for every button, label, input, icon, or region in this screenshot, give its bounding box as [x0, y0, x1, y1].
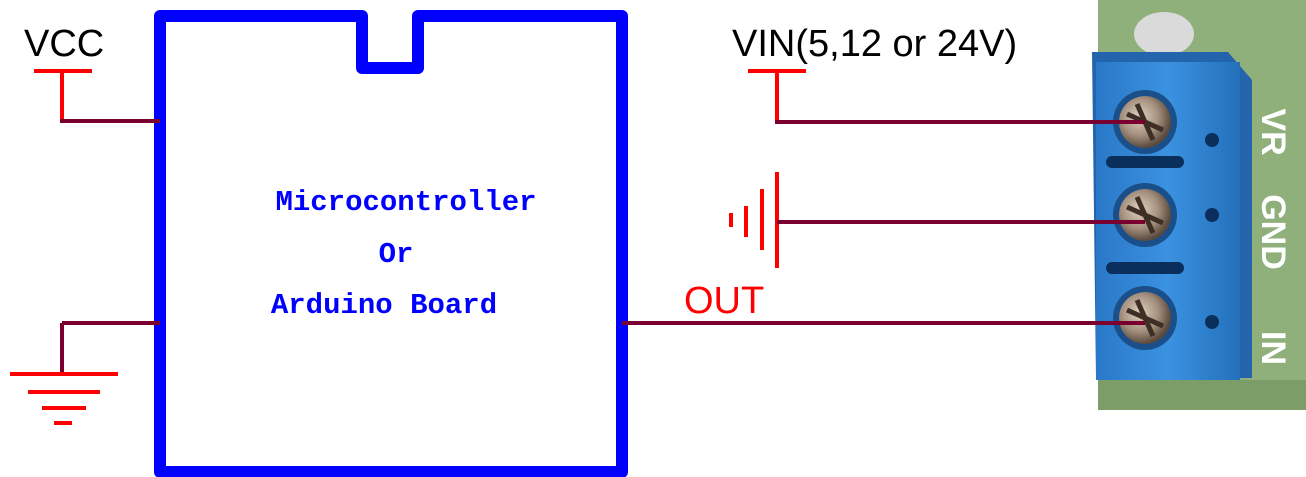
microcontroller-board	[154, 10, 628, 477]
terminal-hole	[1205, 208, 1219, 222]
mcu-label-line1: Microcontroller	[275, 186, 536, 219]
mcu-label-line3: Arduino Board	[271, 289, 497, 322]
pin-label-gnd: GND	[1254, 194, 1292, 270]
mcu-label-line2: Or	[379, 238, 414, 271]
vcc-label: VCC	[24, 23, 104, 65]
pin-label-vr: VR	[1254, 108, 1292, 155]
battery-icon	[729, 172, 779, 268]
screw-icon	[1113, 286, 1177, 350]
terminal-slot	[1106, 156, 1184, 168]
vin-label: VIN(5,12 or 24V)	[732, 23, 1017, 65]
terminal-hole	[1205, 315, 1219, 329]
terminal-slot	[1106, 262, 1184, 274]
vcc-supply-icon	[34, 69, 92, 121]
terminal-hole	[1205, 133, 1219, 147]
out-label: OUT	[684, 280, 764, 322]
pin-label-in: IN	[1254, 331, 1292, 365]
vin-supply-icon	[748, 69, 806, 122]
mount-hole	[1134, 12, 1194, 56]
screw-icon	[1113, 183, 1177, 247]
ground-icon	[10, 372, 118, 425]
